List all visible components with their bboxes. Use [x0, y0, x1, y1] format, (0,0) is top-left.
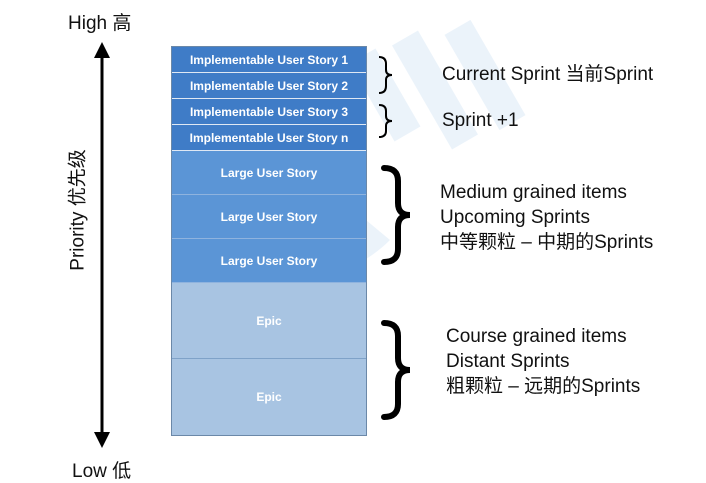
brace-coarse — [381, 320, 411, 420]
story-item-1: Implementable User Story 1 — [172, 47, 366, 73]
group-coarse: Course grained items Distant Sprints 粗颗粒… — [446, 324, 640, 399]
story-item-n: Implementable User Story n — [172, 125, 366, 151]
group-medium-line-2: Upcoming Sprints — [440, 207, 590, 228]
large-story-1: Large User Story — [172, 151, 366, 195]
group-coarse-line-1: Course grained items — [446, 326, 627, 347]
group-medium-line-1: Medium grained items — [440, 182, 627, 203]
epic-1: Epic — [172, 283, 366, 359]
axis-low-label: Low 低 — [72, 461, 132, 482]
epic-2: Epic — [172, 359, 366, 435]
group-next-line-1: Sprint +1 — [442, 110, 519, 131]
large-story-3: Large User Story — [172, 239, 366, 283]
brace-current — [378, 56, 393, 94]
axis-high-label: High 高 — [68, 13, 132, 34]
story-item-2: Implementable User Story 2 — [172, 73, 366, 99]
group-current: Current Sprint 当前Sprint — [442, 62, 653, 87]
large-story-2: Large User Story — [172, 195, 366, 239]
backlog-stack: Implementable User Story 1 Implementable… — [171, 46, 367, 436]
story-item-3: Implementable User Story 3 — [172, 99, 366, 125]
group-next: Sprint +1 — [442, 108, 519, 133]
axis-title: Priority 优先级 — [67, 149, 89, 271]
group-current-line-1: Current Sprint 当前Sprint — [442, 64, 654, 85]
brace-next — [378, 104, 393, 138]
group-coarse-line-2: Distant Sprints — [446, 351, 570, 372]
group-medium: Medium grained items Upcoming Sprints 中等… — [440, 180, 653, 255]
brace-medium — [381, 165, 411, 265]
group-medium-line-3: 中等颗粒 – 中期的Sprints — [440, 232, 654, 253]
priority-double-arrow — [94, 42, 110, 448]
group-coarse-line-3: 粗颗粒 – 远期的Sprints — [446, 376, 641, 397]
